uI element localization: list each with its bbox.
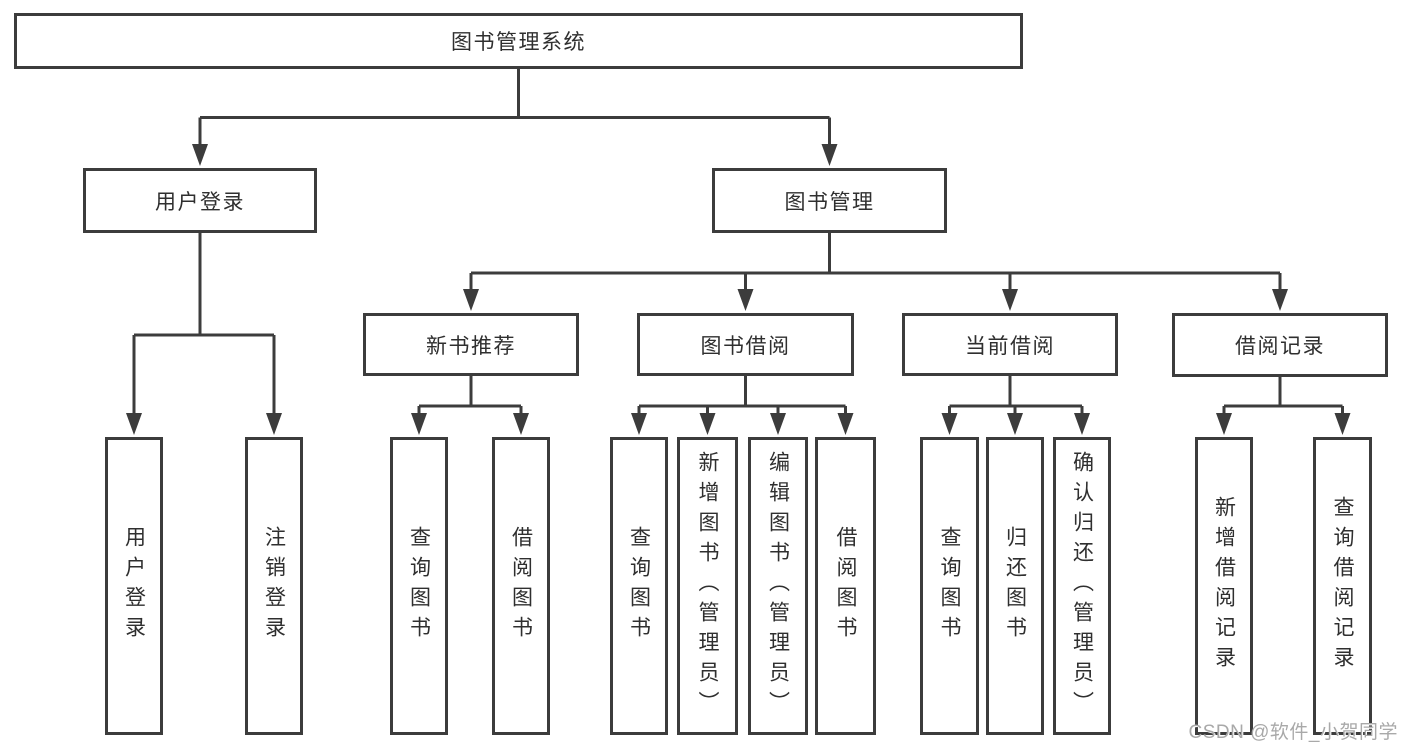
leaf-borrow-books-borrowing-label: 借阅图书 — [834, 526, 857, 646]
leaf-query-borrow-record: 查询借阅记录 — [1313, 437, 1372, 735]
leaf-logout: 注销登录 — [245, 437, 303, 735]
node-user-login: 用户登录 — [83, 168, 317, 233]
node-library-management-system: 图书管理系统 — [14, 13, 1023, 69]
leaf-add-books-admin-label: 新增图书（管理员） — [696, 451, 719, 721]
leaf-borrow-books-borrowing: 借阅图书 — [815, 437, 876, 735]
node-current-borrowing: 当前借阅 — [902, 313, 1118, 376]
leaf-add-borrow-record-label: 新增借阅记录 — [1212, 496, 1236, 676]
leaf-logout-label: 注销登录 — [262, 526, 286, 646]
leaf-return-books: 归还图书 — [986, 437, 1044, 735]
leaf-query-books-current-label: 查询图书 — [938, 526, 961, 646]
leaf-query-books-recommend: 查询图书 — [390, 437, 448, 735]
node-book-borrowing: 图书借阅 — [637, 313, 854, 376]
leaf-edit-books-admin: 编辑图书（管理员） — [748, 437, 808, 735]
leaf-query-books-recommend-label: 查询图书 — [407, 526, 431, 646]
leaf-query-books-borrowing-label: 查询图书 — [627, 526, 651, 646]
leaf-query-borrow-record-label: 查询借阅记录 — [1331, 496, 1354, 676]
leaf-user-login-label: 用户登录 — [122, 526, 146, 646]
leaf-add-books-admin: 新增图书（管理员） — [677, 437, 738, 735]
leaf-query-books-borrowing: 查询图书 — [610, 437, 668, 735]
leaf-edit-books-admin-label: 编辑图书（管理员） — [766, 451, 790, 721]
leaf-borrow-books-recommend: 借阅图书 — [492, 437, 550, 735]
node-new-book-recommendation: 新书推荐 — [363, 313, 579, 376]
leaf-confirm-return-admin: 确认归还（管理员） — [1053, 437, 1111, 735]
leaf-borrow-books-recommend-label: 借阅图书 — [509, 526, 533, 646]
csdn-watermark: CSDN @软件_小贺同学 — [1188, 722, 1398, 743]
node-book-management: 图书管理 — [712, 168, 947, 233]
leaf-user-login: 用户登录 — [105, 437, 163, 735]
leaf-add-borrow-record: 新增借阅记录 — [1195, 437, 1253, 735]
leaf-query-books-current: 查询图书 — [920, 437, 979, 735]
node-borrowing-records: 借阅记录 — [1172, 313, 1388, 377]
leaf-return-books-label: 归还图书 — [1003, 526, 1027, 646]
leaf-confirm-return-admin-label: 确认归还（管理员） — [1070, 451, 1094, 721]
